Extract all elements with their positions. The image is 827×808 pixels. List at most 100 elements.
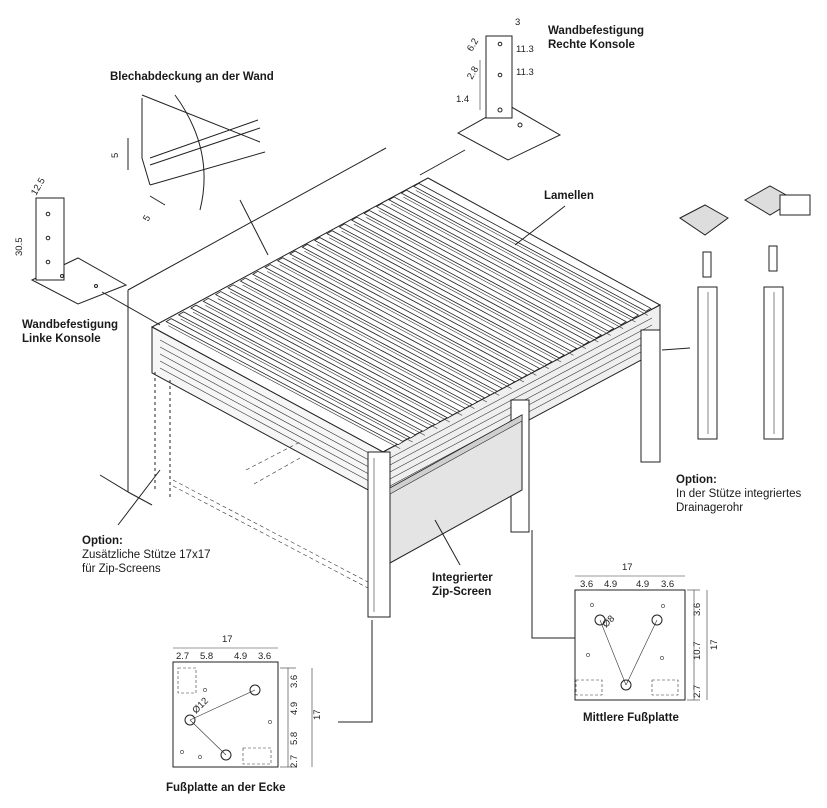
label-zip-line1: Integrierter: [432, 572, 493, 584]
lamella: [202, 297, 442, 426]
dim-e-49: 4.9: [234, 651, 247, 662]
dim-e-v17: 17: [312, 709, 323, 720]
lamella: [351, 216, 590, 346]
lamella: [214, 291, 454, 419]
lamella-shadow: [378, 210, 611, 336]
dim-e-v49: 4.9: [289, 702, 300, 715]
lamella-shadow: [304, 250, 537, 376]
zip-screen: [172, 414, 523, 589]
lamella: [326, 230, 565, 359]
lamella: [313, 237, 553, 366]
leader-mittlere: [531, 530, 575, 639]
leader-right-bracket: [419, 149, 466, 176]
label-drain-title: Option:: [676, 474, 717, 486]
lamella-shadow: [205, 305, 438, 429]
dim-m-49a: 4.9: [604, 579, 617, 590]
label-drain-line1: In der Stütze integriertes: [676, 488, 802, 500]
dim-l-125: 12.5: [29, 176, 48, 198]
dim-r-28: 2.8: [465, 65, 481, 82]
lamella-shadow: [415, 190, 648, 316]
lamella: [338, 223, 578, 352]
label-option-line1: Zusätzliche Stütze 17x17: [82, 549, 211, 561]
dim-m-17: 17: [622, 562, 633, 573]
label-mittlere-fussplatte: Mittlere Fußplatte: [583, 712, 679, 724]
lamella-shadow: [180, 318, 413, 443]
lamella: [227, 284, 466, 412]
label-drain-line2: Drainagerohr: [676, 502, 744, 514]
dim-e-hole: Ø12: [190, 696, 210, 716]
lamella-shadow: [168, 325, 401, 449]
dim-e-27: 2.7: [176, 651, 189, 662]
leader-zip: [434, 519, 461, 566]
lamella: [165, 318, 405, 446]
label-lamellen: Lamellen: [544, 190, 594, 202]
lamella: [264, 264, 504, 392]
lamella: [276, 257, 516, 386]
leader-option: [117, 469, 161, 526]
dim-r-113a: 11.3: [516, 44, 534, 55]
dim-m-v36: 3.6: [692, 603, 703, 616]
lamella-shadow: [229, 291, 463, 416]
lamella: [413, 182, 652, 312]
lamella-shadow: [279, 264, 512, 389]
lamella: [301, 243, 541, 372]
lamella-shadow: [403, 196, 636, 323]
dim-e-58: 5.8: [200, 651, 213, 662]
drainage-posts: [679, 185, 811, 440]
label-right-bracket-line1: Wandbefestigung: [548, 25, 645, 37]
dim-r-113b: 11.3: [516, 67, 534, 78]
dim-e-17: 17: [222, 634, 233, 645]
lamella-shadow: [390, 203, 624, 329]
label-option-title: Option:: [82, 535, 123, 547]
leader-blech: [239, 199, 269, 256]
lamella: [363, 209, 603, 339]
lamella-shadow: [217, 298, 450, 423]
dim-e-v36: 3.6: [289, 675, 300, 688]
lamella-shadow: [242, 284, 475, 409]
dim-e-v27: 2.7: [289, 755, 300, 768]
lamella: [289, 250, 528, 379]
dim-e-v58: 5.8: [289, 732, 300, 745]
label-left-bracket-line1: Wandbefestigung: [22, 319, 119, 331]
left-bracket: [30, 197, 128, 305]
dim-m-v107: 10.7: [692, 642, 703, 661]
dim-blech-w: 5: [141, 213, 153, 223]
lamella-shadow: [291, 257, 525, 383]
label-right-bracket-line2: Rechte Konsole: [548, 39, 635, 51]
wall-outline: [99, 147, 387, 506]
lamella: [388, 196, 627, 326]
leader-lamellen: [514, 205, 566, 246]
lamella: [252, 270, 491, 399]
label-option-line2: für Zip-Screens: [82, 563, 161, 575]
dim-m-36a: 3.6: [580, 579, 593, 590]
lamella: [190, 304, 429, 432]
dim-blech-h: 5: [110, 153, 121, 158]
lamella-shadow: [267, 271, 500, 396]
label-zip-line2: Zip-Screen: [432, 586, 492, 598]
lamella-shadow: [254, 278, 487, 403]
lamellae: [165, 182, 652, 449]
lamella-shadow: [341, 230, 574, 356]
lamella-shadow: [353, 223, 587, 349]
lamella-shadow: [316, 244, 549, 369]
dim-m-36b: 3.6: [661, 579, 674, 590]
dim-r-14: 1.4: [456, 94, 469, 105]
leader-ecke: [338, 620, 373, 723]
lamella-shadow: [366, 217, 599, 343]
label-blechabdeckung: Blechabdeckung an der Wand: [110, 71, 274, 83]
lamella: [177, 311, 417, 439]
leader-left-bracket: [101, 291, 161, 326]
dim-m-v27: 2.7: [692, 685, 703, 698]
label-left-bracket-line2: Linke Konsole: [22, 333, 101, 345]
corner-base-plate: [172, 647, 313, 768]
lamella-shadow: [329, 237, 562, 363]
dim-m-49b: 4.9: [636, 579, 649, 590]
wall-cover-detail: [127, 94, 266, 211]
lamella: [375, 203, 615, 332]
label-eck-fussplatte: Fußplatte an der Ecke: [166, 782, 286, 794]
lamella-shadow: [192, 311, 426, 436]
dim-r-62: 6.2: [465, 37, 481, 54]
dim-l-305: 30.5: [14, 238, 25, 257]
dim-e-36: 3.6: [258, 651, 271, 662]
